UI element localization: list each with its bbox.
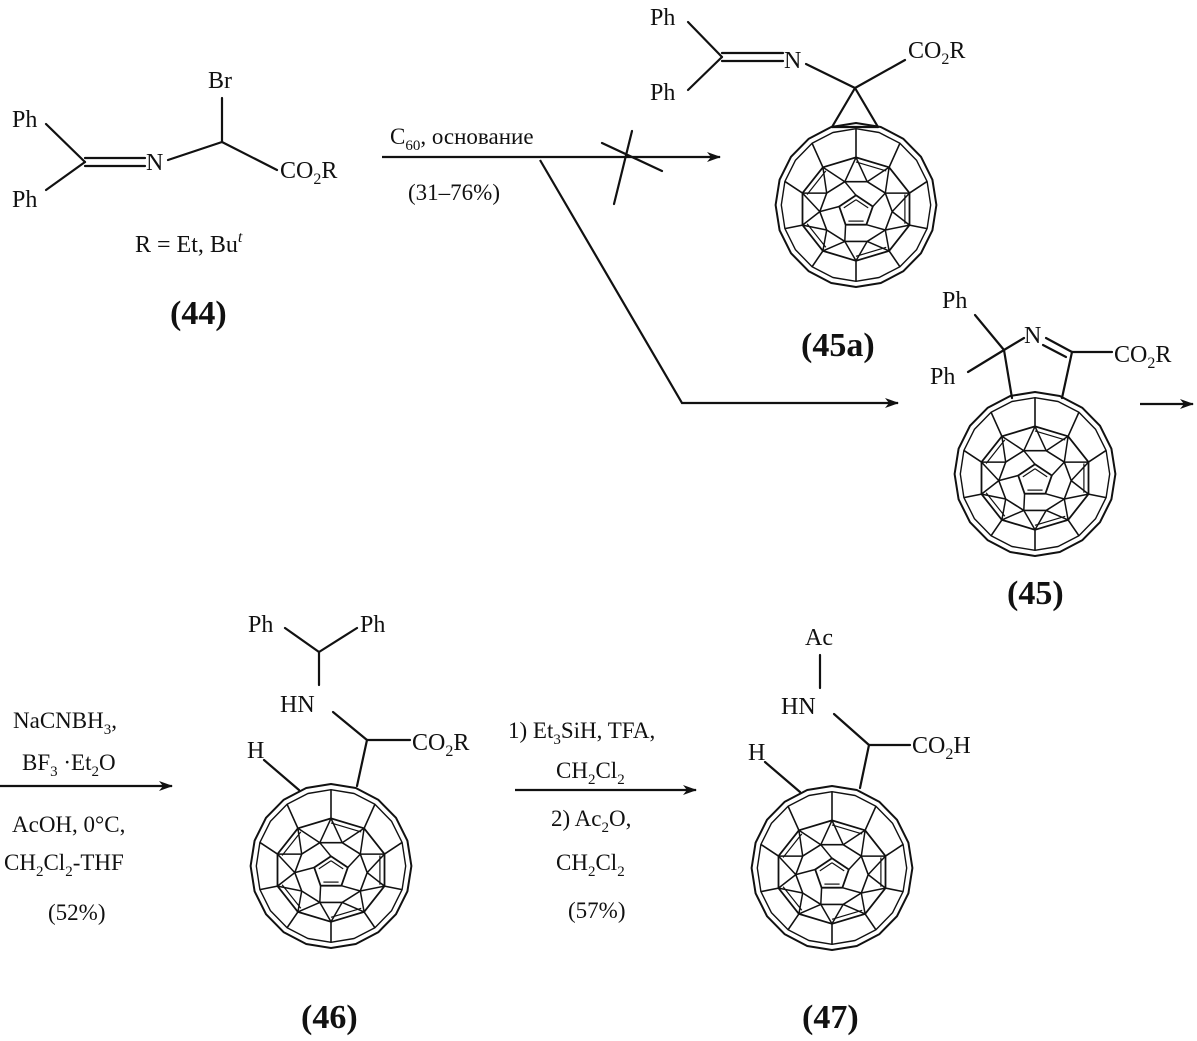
compound-45a: Ph Ph N CO2R (45a) — [650, 5, 965, 364]
amine-label: HN — [280, 692, 315, 718]
ester-label: CO2R — [280, 158, 337, 188]
step1-conditions: C60, основание (31–76%) — [382, 124, 899, 408]
phenyl-label: Ph — [650, 5, 675, 31]
step2-line2: BF3 ·Et2O — [22, 750, 116, 780]
phenyl-label: Ph — [12, 107, 37, 133]
ester-label: CO2R — [908, 38, 965, 68]
step1-reagent: C60, основание — [390, 124, 534, 154]
step2-line1: NaCNBH3, — [13, 708, 117, 738]
compound-label-45a: (45a) — [801, 327, 875, 364]
fullerene-c60 — [750, 785, 914, 951]
nitrogen-label: N — [784, 48, 801, 74]
phenyl-label: Ph — [930, 364, 955, 390]
step3-line1: 1) Et3SiH, TFA, — [508, 718, 655, 748]
compound-45: Ph Ph N CO2R (45) — [930, 288, 1194, 612]
step3-line4: CH2Cl2 — [556, 850, 625, 880]
ester-label: CO2R — [1114, 342, 1171, 372]
bromine-label: Br — [208, 68, 232, 94]
reaction-arrow-to-45 — [539, 159, 899, 408]
nitrogen-label: N — [146, 150, 163, 176]
phenyl-label: Ph — [650, 80, 675, 106]
step3-line2: CH2Cl2 — [556, 758, 625, 788]
blocked-cross — [600, 141, 664, 173]
compound-label-44: (44) — [170, 295, 227, 332]
step2-line4: CH2Cl2-THF — [4, 850, 124, 880]
phenyl-label: Ph — [248, 612, 273, 638]
acetyl-label: Ac — [805, 625, 833, 651]
step3-conditions: 1) Et3SiH, TFA, CH2Cl2 2) Ac2O, CH2Cl2 (… — [508, 718, 697, 923]
fullerene-c60 — [249, 783, 413, 949]
hydrogen-label: H — [748, 740, 765, 766]
step3-line3: 2) Ac2O, — [551, 806, 631, 836]
fullerene-c60 — [953, 391, 1117, 557]
step1-yield: (31–76%) — [408, 180, 500, 205]
step2-yield: (52%) — [48, 900, 105, 925]
phenyl-label: Ph — [942, 288, 967, 314]
compound-47: Ac HN CO2H H (47) — [748, 625, 971, 1036]
acid-label: CO2H — [912, 733, 971, 763]
compound-label-46: (46) — [301, 999, 358, 1036]
fullerene-c60 — [774, 122, 938, 288]
step3-yield: (57%) — [568, 898, 625, 923]
r-definition: R = Et, But — [135, 229, 243, 258]
amine-label: HN — [781, 694, 816, 720]
compound-label-47: (47) — [802, 999, 859, 1036]
phenyl-label: Ph — [360, 612, 385, 638]
ester-label: CO2R — [412, 730, 469, 760]
step2-line3: AcOH, 0°C, — [12, 812, 125, 837]
compound-46: Ph Ph HN CO2R H (46) — [247, 612, 469, 1036]
phenyl-label: Ph — [12, 187, 37, 213]
compound-label-45: (45) — [1007, 575, 1064, 612]
nitrogen-label: N — [1024, 323, 1041, 349]
hydrogen-label: H — [247, 738, 264, 764]
step2-conditions: NaCNBH3, BF3 ·Et2O AcOH, 0°C, CH2Cl2-THF… — [0, 708, 173, 925]
compound-44: Ph Ph N Br CO2R R = Et, But (44) — [12, 68, 337, 332]
